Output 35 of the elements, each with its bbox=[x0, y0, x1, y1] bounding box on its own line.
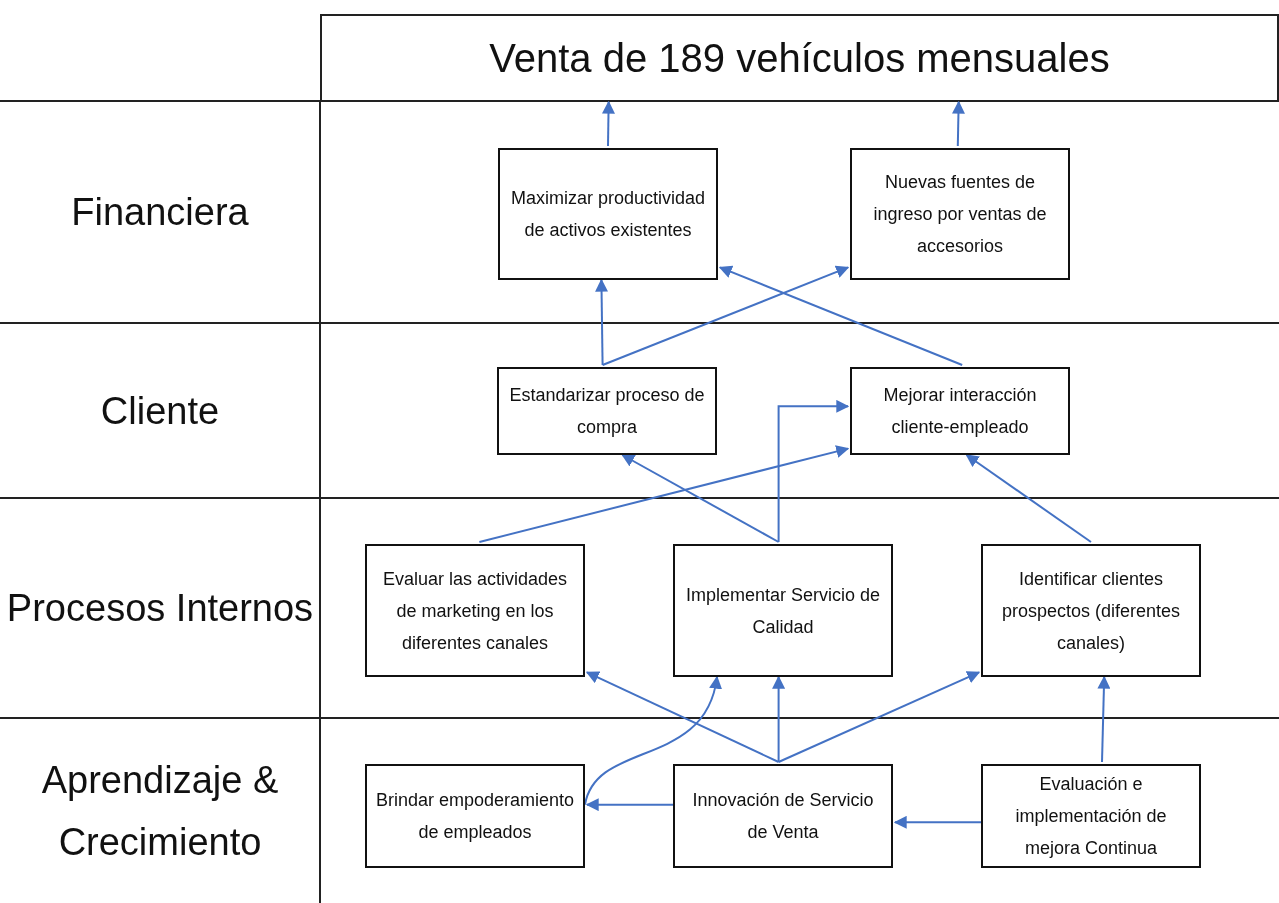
arrow bbox=[951, 100, 965, 147]
objective-box: Maximizar productividad de activos existentes bbox=[498, 148, 718, 280]
arrow bbox=[718, 265, 964, 366]
row-band bbox=[0, 322, 1279, 497]
row-heading: Cliente bbox=[100, 388, 220, 434]
arrow bbox=[584, 675, 721, 806]
row-band bbox=[0, 100, 1279, 322]
arrow bbox=[601, 265, 850, 366]
arrow bbox=[1097, 675, 1111, 763]
arrow bbox=[621, 454, 780, 543]
row-band bbox=[0, 497, 1279, 717]
objective-box: Identificar clientes prospectos (diferentes canales) bbox=[981, 544, 1201, 677]
arrow bbox=[595, 278, 609, 366]
objective-box: Evaluar las actividades de marketing en los diferentes canales bbox=[365, 544, 585, 677]
objective-box: Brindar empoderamiento de empleados bbox=[365, 764, 585, 868]
objective-box: Evaluación e implementación de mejora Continua bbox=[981, 764, 1201, 868]
row-heading: Financiera bbox=[71, 190, 249, 235]
objective-box: Estandarizar proceso de compra bbox=[497, 367, 717, 455]
arrow bbox=[777, 671, 981, 763]
arrow bbox=[777, 399, 850, 543]
arrow bbox=[772, 675, 786, 763]
arrow bbox=[602, 100, 615, 147]
objective-box: Innovación de Servicio de Venta bbox=[673, 764, 893, 868]
objective-box: Implementar Servicio de Calidad bbox=[673, 544, 893, 677]
row-band bbox=[0, 717, 1279, 903]
arrow bbox=[965, 454, 1092, 543]
row-heading: Aprendizaje & Crecimiento bbox=[40, 758, 280, 865]
arrow bbox=[478, 445, 850, 543]
row-heading: Procesos Internos bbox=[6, 586, 314, 631]
arrow bbox=[893, 815, 982, 829]
objective-box: Mejorar interacción cliente-empleado bbox=[850, 367, 1070, 455]
goal-heading: Venta de 189 vehículos mensuales bbox=[320, 14, 1279, 100]
arrow bbox=[585, 798, 674, 812]
objective-box: Nuevas fuentes de ingreso por ventas de accesorios bbox=[850, 148, 1070, 280]
arrow bbox=[585, 671, 780, 763]
